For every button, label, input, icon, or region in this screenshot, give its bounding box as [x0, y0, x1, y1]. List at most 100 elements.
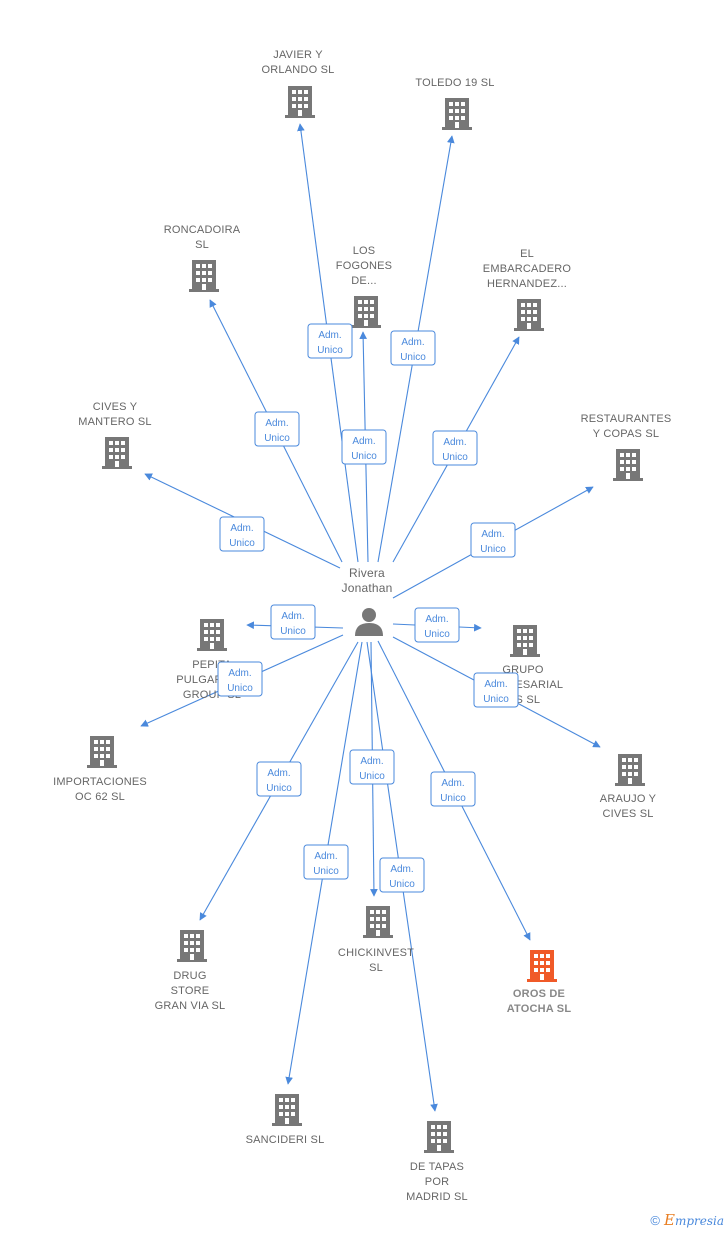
- person-node[interactable]: Rivera Jonathan: [342, 566, 393, 636]
- role-box-frame: [341, 429, 387, 465]
- role-box-sancideri[interactable]: Adm. Unico: [303, 844, 349, 880]
- role-label-line: Unico: [424, 629, 450, 640]
- role-label-line: Adm.: [360, 756, 383, 767]
- person-name-line1: Rivera: [349, 566, 385, 580]
- role-box-drug[interactable]: Adm.Unico: [256, 761, 302, 797]
- role-box-frame: [270, 604, 316, 640]
- company-label-line: ARAUJO Y: [600, 793, 657, 805]
- copyright-icon: ©: [650, 1212, 660, 1228]
- company-label-line: RESTAURANTES: [581, 413, 672, 425]
- building-icon: [424, 1121, 454, 1153]
- role-box-grupo[interactable]: Adm. Unico: [414, 607, 460, 643]
- company-label-line: DE...: [351, 275, 376, 287]
- role-box-frame: [430, 771, 476, 807]
- role-label-line: Adm.: [314, 851, 337, 862]
- role-box-fogones[interactable]: Adm. Unico: [341, 429, 387, 465]
- company-label-line: MADRID SL: [406, 1191, 468, 1203]
- role-box-importaciones[interactable]: Adm.Unico: [217, 661, 263, 697]
- role-box-frame: [470, 522, 516, 558]
- company-label-line: ORLANDO SL: [262, 64, 335, 76]
- role-box-restaurantes[interactable]: Adm.Unico: [470, 522, 516, 558]
- role-label-line: Adm.: [443, 437, 466, 448]
- company-label-line: POR: [425, 1176, 449, 1188]
- company-label-line: CHICKINVEST: [338, 947, 414, 959]
- role-box-embarcadero[interactable]: Adm. Unico: [432, 430, 478, 466]
- company-node-oros[interactable]: OROS DE ATOCHA SL: [507, 950, 572, 1015]
- building-icon: [87, 736, 117, 768]
- company-label-line: JAVIER Y: [273, 49, 323, 61]
- role-label-line: Adm.: [265, 418, 288, 429]
- building-icon: [351, 296, 381, 328]
- company-node-chickinvest[interactable]: CHICKINVEST SL: [338, 906, 414, 974]
- role-label-line: Unico: [317, 345, 343, 356]
- company-node-restaurantes[interactable]: RESTAURANTES Y COPAS SL: [581, 413, 672, 481]
- role-box-frame: [254, 411, 300, 447]
- role-label-line: Adm.: [390, 864, 413, 875]
- building-icon: [102, 437, 132, 469]
- role-label-line: Unico: [264, 433, 290, 444]
- building-icon: [363, 906, 393, 938]
- building-icon: [272, 1094, 302, 1126]
- company-label-line: HERNANDEZ...: [487, 278, 567, 290]
- role-label-line: Adm.: [281, 611, 304, 622]
- role-box-roncadoira[interactable]: Adm. Unico: [254, 411, 300, 447]
- role-label-line: Adm.: [484, 679, 507, 690]
- role-box-frame: [432, 430, 478, 466]
- role-box-frame: [473, 672, 519, 708]
- company-label-line: MANTERO SL: [78, 416, 152, 428]
- role-label-line: Unico: [442, 452, 468, 463]
- role-box-toledo[interactable]: Adm.Unico: [390, 330, 436, 366]
- role-box-cives_mantero[interactable]: Adm.Unico: [219, 516, 265, 552]
- role-label-line: Unico: [480, 544, 506, 555]
- role-label-line: Adm.: [425, 614, 448, 625]
- role-box-araujo[interactable]: Adm.Unico: [473, 672, 519, 708]
- role-label-line: Unico: [351, 451, 377, 462]
- company-node-fogones[interactable]: LOSFOGONESDE...: [336, 245, 392, 328]
- footer-brand: © Empresia: [650, 1211, 724, 1229]
- role-box-oros[interactable]: Adm.Unico: [430, 771, 476, 807]
- company-node-sancideri[interactable]: SANCIDERI SL: [246, 1094, 325, 1146]
- building-icon: [189, 260, 219, 292]
- company-label-line: Y COPAS SL: [593, 428, 659, 440]
- company-label-line: OROS DE: [513, 988, 565, 1000]
- building-icon: [613, 449, 643, 481]
- role-box-chickinvest[interactable]: Adm.Unico: [349, 749, 395, 785]
- company-label-line: SANCIDERI SL: [246, 1134, 325, 1146]
- building-icon: [285, 86, 315, 118]
- company-label-line: ATOCHA SL: [507, 1003, 572, 1015]
- company-label-line: FOGONES: [336, 260, 392, 272]
- nodes-layer: JAVIER Y ORLANDO SL TOLEDO 19 SL RONCADOIRA…: [53, 49, 671, 1203]
- company-label-line: GRAN VIA SL: [155, 1000, 226, 1012]
- role-label-line: Adm.: [401, 337, 424, 348]
- company-node-embarcadero[interactable]: ELEMBARCADEROHERNANDEZ...: [483, 248, 572, 331]
- role-label-line: Adm.: [352, 436, 375, 447]
- building-icon: [514, 299, 544, 331]
- company-node-javier[interactable]: JAVIER Y ORLANDO SL: [262, 49, 335, 118]
- role-box-tapas[interactable]: Adm.Unico: [379, 857, 425, 893]
- company-label-line: SL: [369, 962, 383, 974]
- role-box-javier[interactable]: Adm. Unico: [307, 323, 353, 359]
- person-name-line2: Jonathan: [342, 581, 393, 595]
- person-icon: [355, 608, 383, 636]
- building-icon: [177, 930, 207, 962]
- role-label-line: Adm.: [318, 330, 341, 341]
- company-node-toledo[interactable]: TOLEDO 19 SL: [415, 77, 494, 130]
- role-label-line: Unico: [227, 683, 253, 694]
- role-label-line: Adm.: [441, 778, 464, 789]
- company-label-line: CIVES SL: [602, 808, 653, 820]
- role-label-line: Unico: [280, 626, 306, 637]
- company-label-line: EL: [520, 248, 534, 260]
- brand-logo[interactable]: Empresia: [663, 1211, 724, 1229]
- role-label-line: Unico: [313, 866, 339, 877]
- company-node-araujo[interactable]: ARAUJO Y CIVES SL: [600, 754, 657, 820]
- role-box-frame: [219, 516, 265, 552]
- company-label-line: IMPORTACIONES: [53, 776, 147, 788]
- role-box-pepita[interactable]: Adm. Unico: [270, 604, 316, 640]
